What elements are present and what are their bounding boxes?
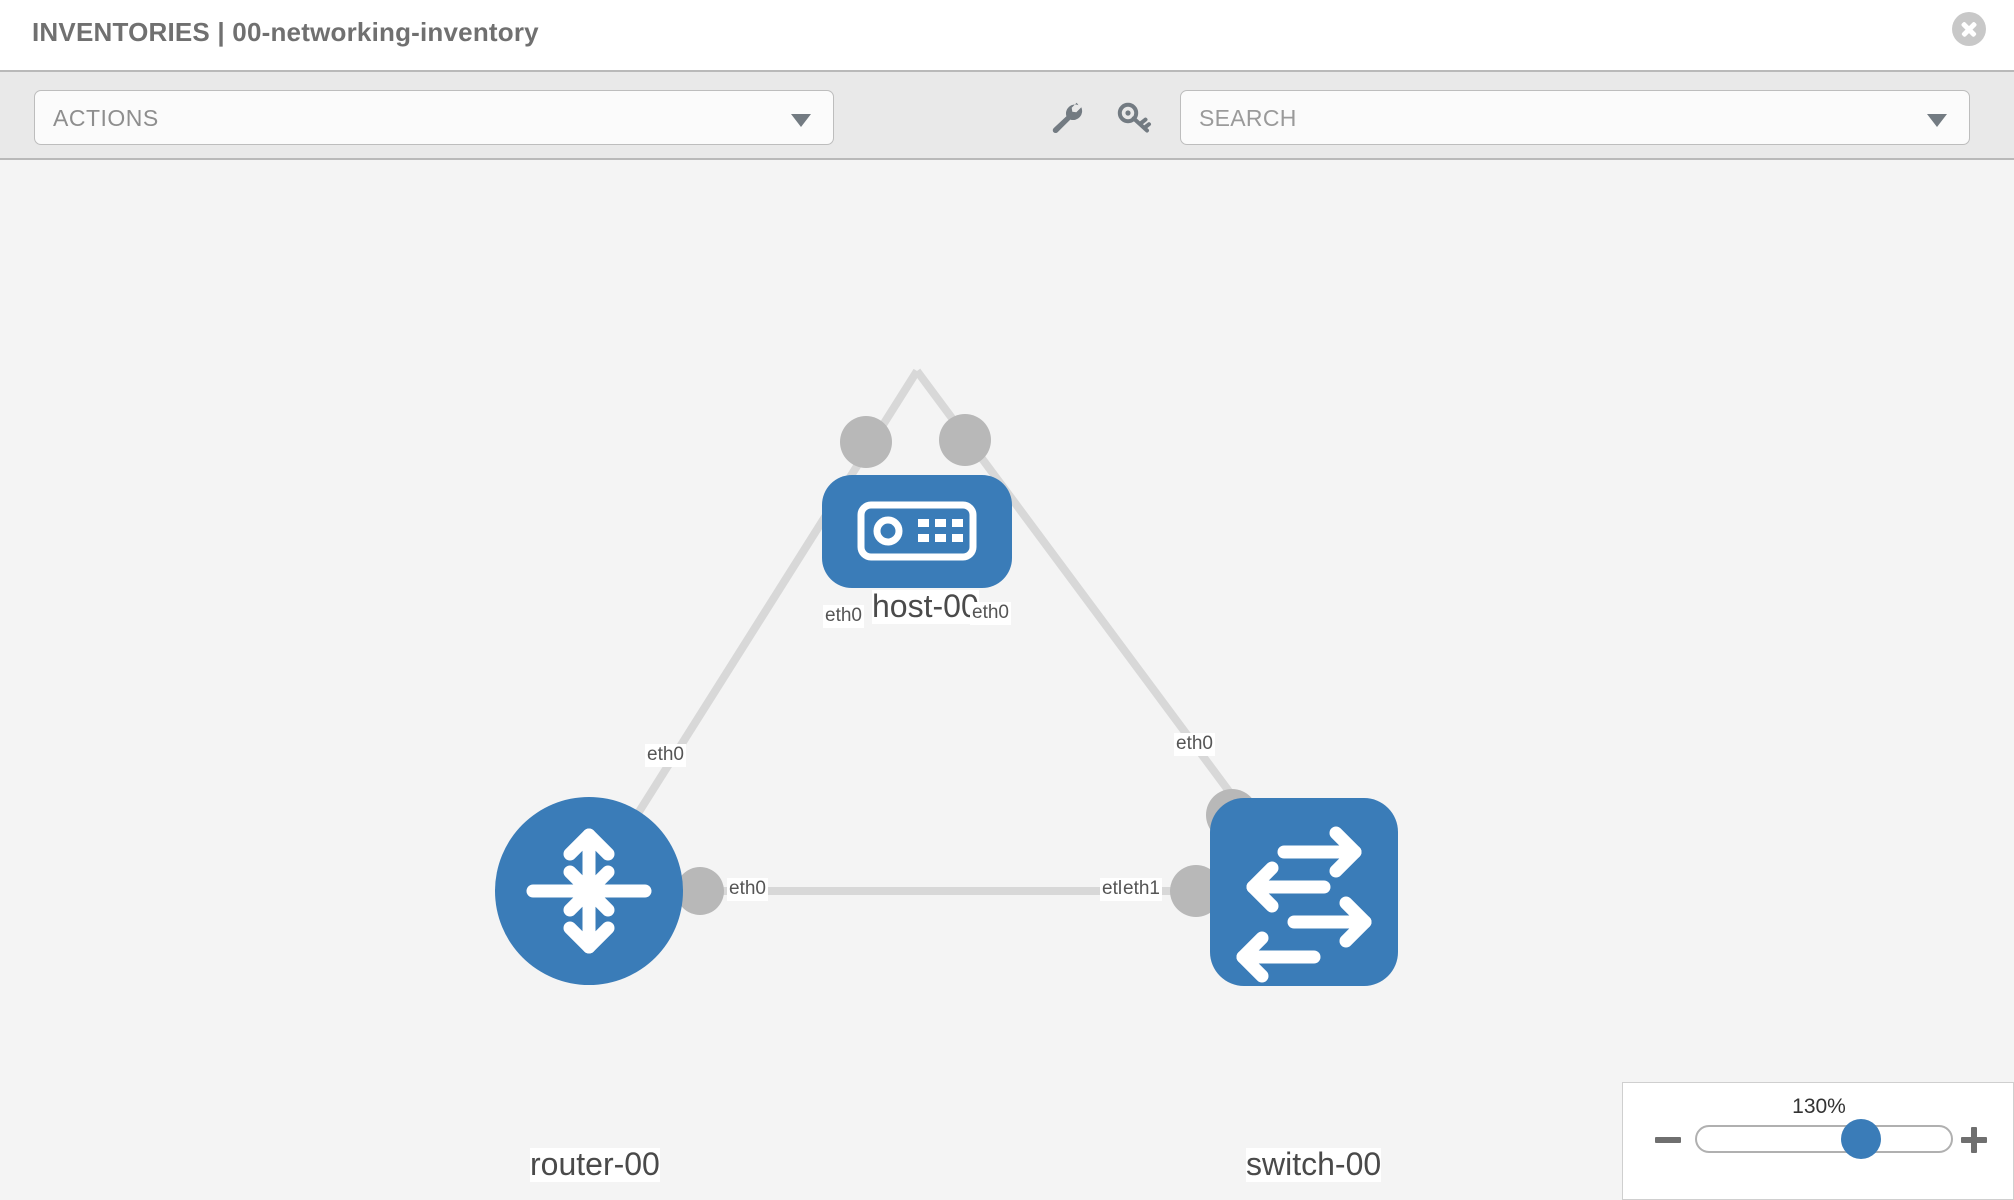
- chevron-down-icon[interactable]: [1927, 114, 1947, 127]
- node-label-host-00: host-00: [872, 588, 979, 624]
- search-input[interactable]: SEARCH: [1180, 90, 1970, 145]
- node-host-00: [822, 475, 1012, 588]
- node-switch-00: [1210, 798, 1398, 986]
- node-router-00: [495, 797, 683, 985]
- actions-dropdown[interactable]: ACTIONS: [34, 90, 834, 145]
- close-icon[interactable]: [1952, 12, 1986, 46]
- key-icon[interactable]: [1116, 100, 1152, 136]
- wrench-icon[interactable]: [1048, 100, 1084, 136]
- edge-label-switch00-uplink-eth0: eth0: [1174, 733, 1215, 756]
- edge-label-router00-uplink-eth0: eth0: [645, 744, 686, 767]
- search-placeholder: SEARCH: [1199, 105, 1297, 131]
- edge-label-host00-eth0-left: eth0: [823, 605, 864, 628]
- edge-label-switch00-eth-truncated: etl: [1100, 878, 1125, 901]
- server-appliance-icon: [857, 501, 977, 561]
- zoom-slider-thumb[interactable]: [1841, 1119, 1881, 1159]
- page-title: INVENTORIES | 00-networking-inventory: [32, 17, 539, 47]
- router-four-arrows-icon: [526, 828, 652, 954]
- zoom-control-panel: 130%: [1622, 1082, 2014, 1200]
- edge-label-router00-eth0: eth0: [727, 878, 768, 901]
- zoom-in-button[interactable]: [1961, 1127, 1987, 1153]
- chevron-down-icon: [791, 114, 811, 127]
- zoom-level-value: 130%: [1792, 1095, 1846, 1118]
- node-label-switch-00: switch-00: [1246, 1146, 1382, 1182]
- switch-arrows-icon: [1236, 826, 1372, 983]
- edge-label-switch00-eth1: eth1: [1121, 878, 1162, 901]
- actions-dropdown-label: ACTIONS: [53, 105, 159, 131]
- toolbar: ACTIONS SEARCH: [0, 70, 2014, 160]
- port-host00-eth0-right: [939, 414, 991, 466]
- zoom-slider-track[interactable]: [1695, 1125, 1953, 1153]
- page-header: INVENTORIES | 00-networking-inventory: [0, 0, 2014, 70]
- node-host-00-shape: [822, 475, 1012, 588]
- port-host00-eth0-left: [840, 416, 892, 468]
- zoom-out-button[interactable]: [1655, 1127, 1681, 1153]
- port-router00-eth0: [676, 867, 724, 915]
- topology-graph: [495, 368, 1398, 986]
- port-switch00-eth1: [1170, 865, 1222, 917]
- topology-canvas[interactable]: host-00 router-00 switch-00 eth0 eth0 et…: [0, 160, 2014, 1200]
- edge-label-host00-eth0-right: eth0: [970, 602, 1011, 625]
- node-label-router-00: router-00: [530, 1146, 660, 1182]
